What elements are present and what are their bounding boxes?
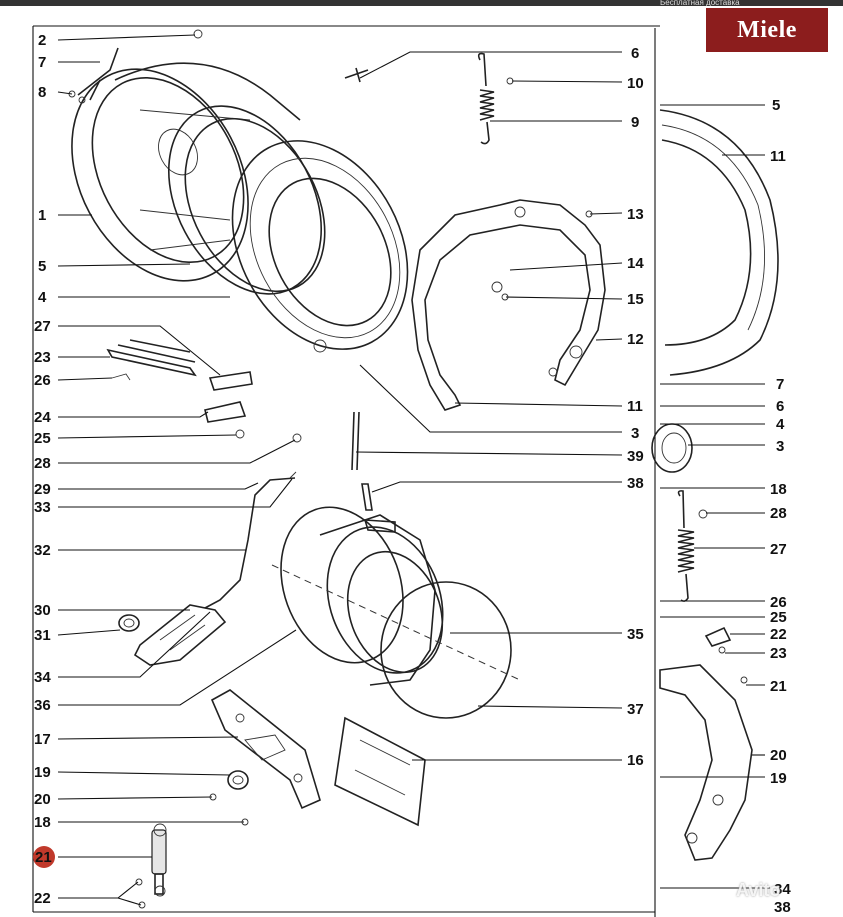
plate-16 bbox=[334, 716, 426, 827]
roller-19 bbox=[227, 770, 249, 790]
part-label: 7 bbox=[776, 376, 784, 393]
part-label: 20 bbox=[34, 791, 51, 808]
part-label: 27 bbox=[34, 318, 51, 335]
part-label: 18 bbox=[770, 481, 787, 498]
watermark-text: Avito bbox=[736, 880, 781, 900]
labels-left: 2 7 8 1 5 4 27 23 26 24 25 28 29 33 32 3… bbox=[34, 32, 52, 907]
part-label: 26 bbox=[770, 594, 787, 611]
shock-absorber-21 bbox=[135, 823, 167, 909]
heater-23 bbox=[106, 339, 197, 377]
part-label: 6 bbox=[631, 45, 639, 62]
sensor-26 bbox=[111, 373, 131, 381]
tube-39 bbox=[351, 411, 360, 471]
labels-right: 5 11 7 6 4 3 18 28 27 26 25 22 23 21 20 … bbox=[770, 97, 791, 916]
miele-logo: Miele bbox=[706, 8, 828, 52]
nut-25 bbox=[235, 429, 245, 439]
part-label: 21 bbox=[770, 678, 787, 695]
banner-text: Бесплатная доставка bbox=[660, 0, 740, 6]
drum-assembly bbox=[68, 29, 409, 353]
part-label: 28 bbox=[34, 455, 51, 472]
spring-27-right bbox=[677, 490, 695, 602]
hinge-17 bbox=[210, 689, 321, 810]
screw-28-right bbox=[698, 509, 708, 519]
part-label: 5 bbox=[38, 258, 46, 275]
part-label: 22 bbox=[34, 890, 51, 907]
part-label: 8 bbox=[38, 84, 46, 101]
part-label: 7 bbox=[38, 54, 46, 71]
part-label: 9 bbox=[631, 114, 639, 131]
part-label: 26 bbox=[34, 372, 51, 389]
part-label: 36 bbox=[34, 697, 51, 714]
part-label: 30 bbox=[34, 602, 51, 619]
part-label: 24 bbox=[34, 409, 51, 426]
screw-21-right bbox=[740, 676, 748, 684]
part-label: 23 bbox=[34, 349, 51, 366]
part-label: 4 bbox=[776, 416, 785, 433]
part-label: 20 bbox=[770, 747, 787, 764]
clip-27 bbox=[208, 371, 253, 391]
part-label: 34 bbox=[774, 881, 791, 898]
part-label: 17 bbox=[34, 731, 51, 748]
leader-lines bbox=[57, 34, 770, 906]
part-label: 35 bbox=[627, 626, 644, 643]
clip-29 bbox=[289, 471, 297, 479]
part-label: 1 bbox=[38, 207, 46, 224]
bearing-bracket bbox=[411, 199, 606, 411]
part-label: 12 bbox=[627, 331, 644, 348]
top-bar bbox=[0, 0, 843, 6]
tub-front-36 bbox=[280, 506, 444, 686]
part-label: 28 bbox=[770, 505, 787, 522]
highlight-marker bbox=[33, 846, 55, 868]
clip-22-right bbox=[704, 626, 732, 647]
part-label-highlighted: 21 bbox=[35, 849, 52, 866]
part-label: 19 bbox=[770, 770, 787, 787]
part-label: 11 bbox=[770, 148, 786, 165]
part-label: 6 bbox=[776, 398, 784, 415]
flange-24 bbox=[204, 401, 247, 423]
part-label: 32 bbox=[34, 542, 51, 559]
part-label: 37 bbox=[627, 701, 644, 718]
part-label: 27 bbox=[770, 541, 787, 558]
part-label: 31 bbox=[34, 627, 51, 644]
bearing-3-right bbox=[651, 423, 693, 473]
part-label: 22 bbox=[770, 626, 787, 643]
part-label: 18 bbox=[34, 814, 51, 831]
part-label: 14 bbox=[627, 255, 644, 272]
part-label: 29 bbox=[34, 481, 51, 498]
part-label: 38 bbox=[774, 899, 791, 916]
cover-30 bbox=[133, 604, 227, 666]
part-label: 10 bbox=[627, 75, 644, 92]
screw-28 bbox=[292, 433, 302, 443]
logo-text: Miele bbox=[737, 16, 797, 43]
part-label: 39 bbox=[627, 448, 644, 465]
part-label: 15 bbox=[627, 291, 644, 308]
right-tub-11 bbox=[659, 109, 779, 376]
part-label: 13 bbox=[627, 206, 644, 223]
part-label: 19 bbox=[34, 764, 51, 781]
counterweight-20 bbox=[659, 664, 753, 861]
part-label: 3 bbox=[631, 425, 639, 442]
part-label: 23 bbox=[770, 645, 787, 662]
nut-23-right bbox=[718, 646, 726, 654]
seal-31 bbox=[118, 614, 140, 632]
part-label: 4 bbox=[38, 289, 47, 306]
door-glass-37 bbox=[380, 581, 512, 719]
bolt-6 bbox=[344, 67, 514, 85]
hose-32 bbox=[204, 477, 296, 609]
spring-9 bbox=[477, 52, 495, 145]
part-label: 25 bbox=[770, 609, 787, 626]
part-label: 38 bbox=[627, 475, 644, 492]
labels-middle: 6 10 9 13 14 15 12 11 3 39 38 35 16 37 bbox=[627, 45, 644, 769]
part-label: 2 bbox=[38, 32, 46, 49]
part-label: 16 bbox=[627, 752, 644, 769]
diagram-frame bbox=[32, 25, 660, 917]
connector-38 bbox=[361, 483, 373, 511]
part-label: 34 bbox=[34, 669, 51, 686]
part-label: 11 bbox=[627, 398, 643, 415]
part-label: 5 bbox=[772, 97, 780, 114]
part-label: 25 bbox=[34, 430, 51, 447]
part-label: 3 bbox=[776, 438, 784, 455]
part-label: 33 bbox=[34, 499, 51, 516]
